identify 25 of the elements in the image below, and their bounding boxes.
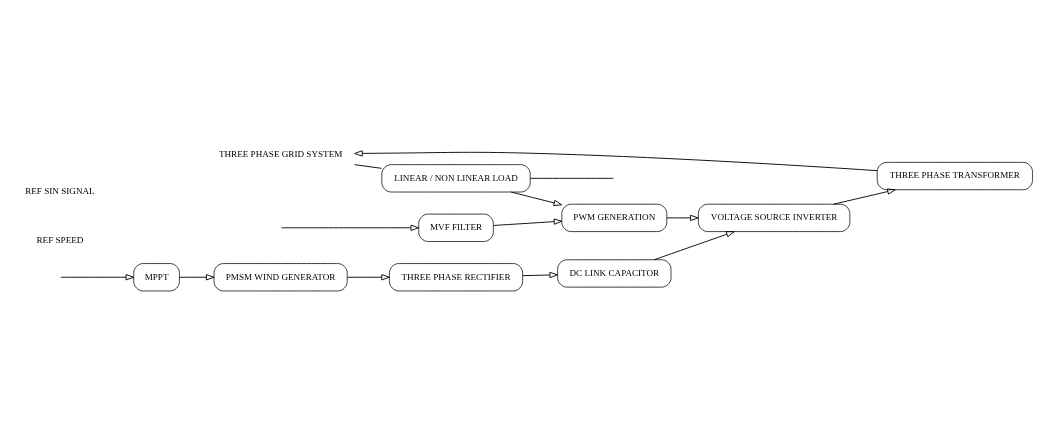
node-box: MVF FILTER	[418, 213, 494, 242]
node-box: PMSM WIND GENERATOR	[213, 263, 348, 292]
node-box: THREE PHASE TRANSFORMER	[876, 161, 1033, 191]
arrow	[492, 218, 563, 226]
arrow	[653, 231, 735, 261]
arrow	[833, 188, 896, 205]
node-box: LINEAR / NON LINEAR LOAD	[381, 164, 531, 193]
node-box: VOLTAGE SOURCE INVERTER	[698, 203, 851, 232]
arrow	[354, 150, 878, 172]
arrow	[510, 191, 563, 206]
node-box: MPPT	[133, 263, 180, 292]
arrow	[179, 274, 215, 281]
connector	[529, 177, 614, 179]
arrow	[666, 214, 699, 222]
node-box: THREE PHASE RECTIFIER	[389, 263, 523, 292]
arrow	[281, 224, 420, 231]
label: REF SPEED	[36, 235, 84, 246]
arrow	[346, 274, 390, 281]
connector	[354, 164, 383, 169]
label: REF SIN SIGNAL	[25, 185, 95, 196]
arrow	[60, 274, 135, 281]
node-box: DC LINK CAPACITOR	[557, 259, 672, 288]
node-box: PWM GENERATION	[561, 203, 668, 232]
arrow	[522, 271, 558, 279]
node-text: THREE PHASE GRID SYSTEM	[218, 149, 343, 160]
